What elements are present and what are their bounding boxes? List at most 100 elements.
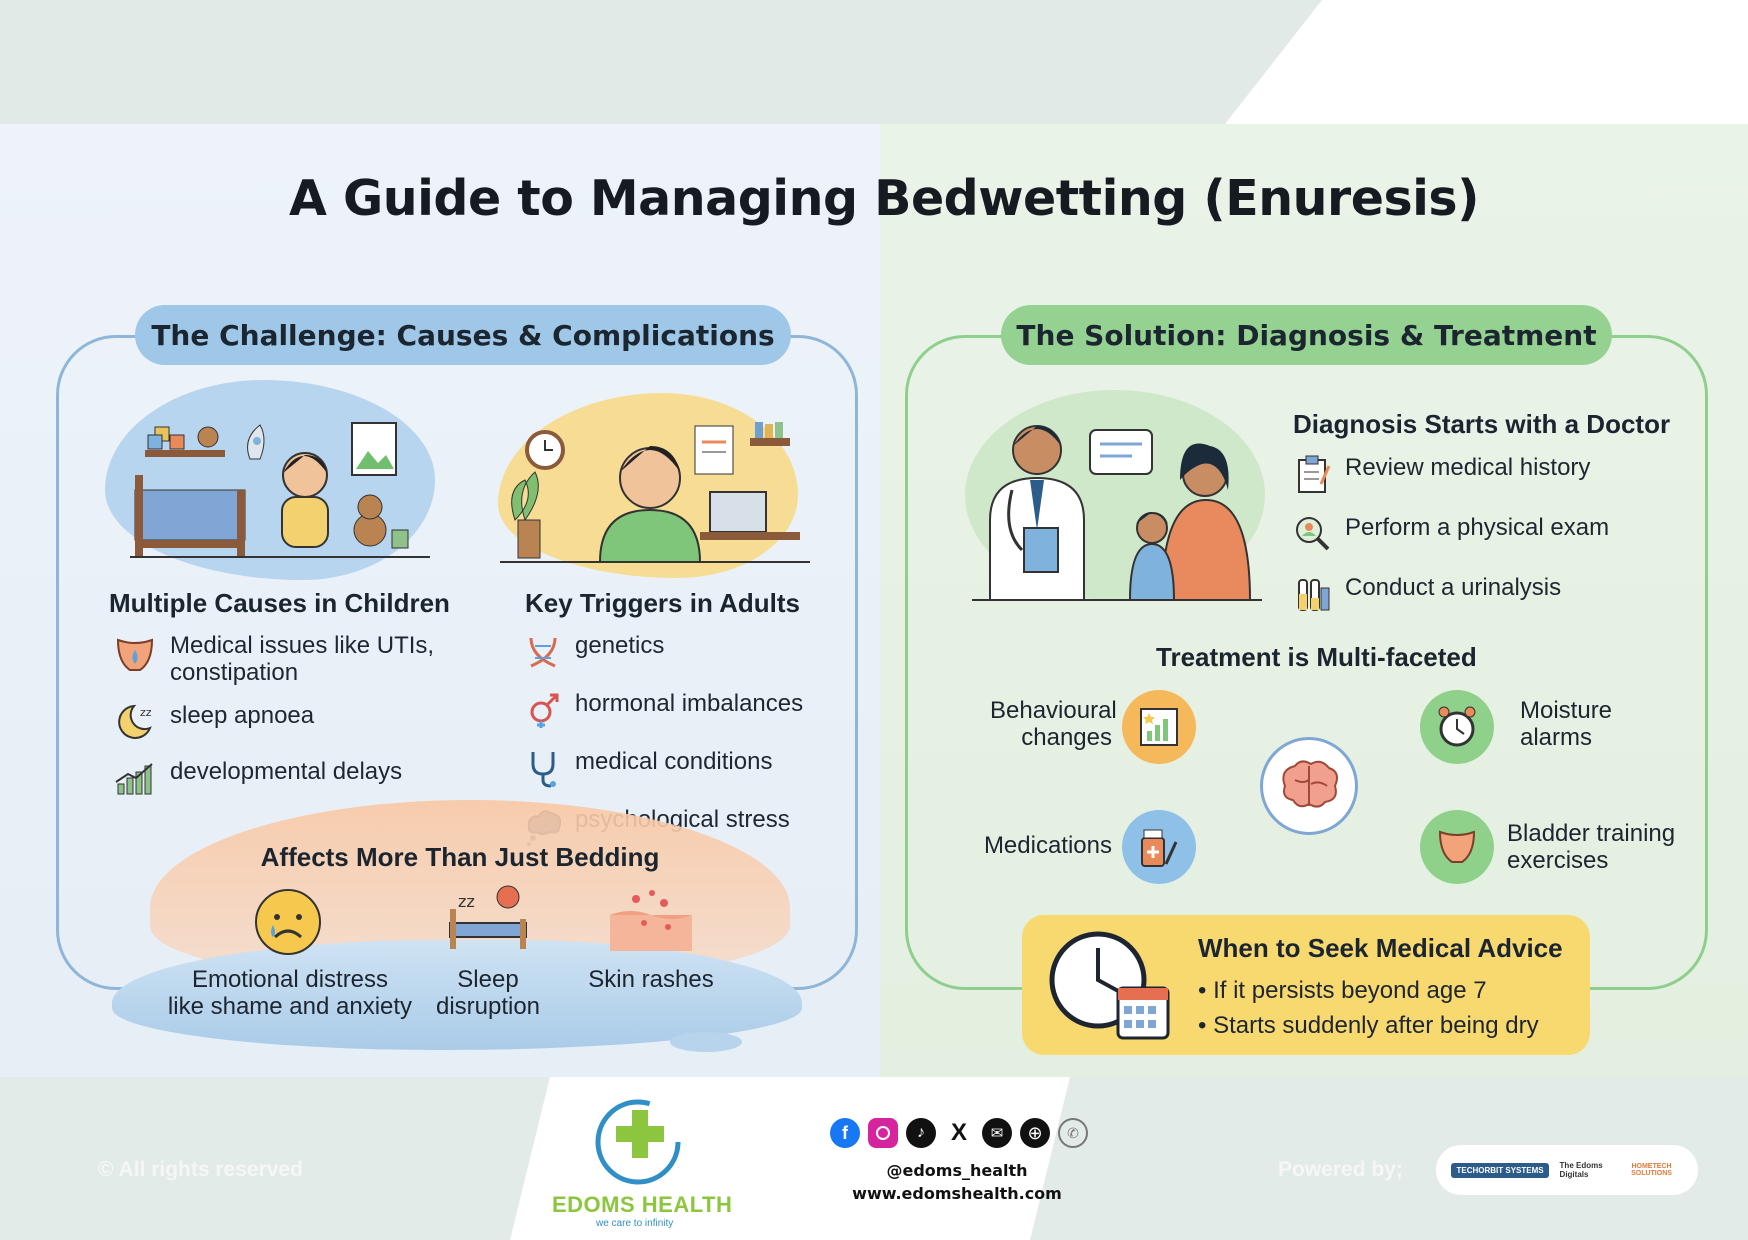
list-item: zz sleep apnoea [112, 702, 434, 742]
puddle-shape [112, 940, 802, 1050]
diagnosis-list: Review medical history Perform a physica… [1293, 454, 1609, 614]
growth-chart-icon [115, 763, 153, 795]
list-item: Medical issues like UTIs,constipation [112, 632, 434, 686]
list-item-text: constipation [170, 659, 299, 686]
instagram-icon[interactable] [868, 1118, 898, 1148]
moisture-alarms-icon [1420, 690, 1494, 764]
moisture-alarms-label: Moisture alarms [1520, 697, 1612, 751]
bullet-item: • If it persists beyond age 7 [1198, 977, 1487, 1004]
sad-face-icon [255, 889, 321, 955]
brand-name: EDOMS HEALTH [552, 1192, 733, 1217]
children-causes-list: Medical issues like UTIs,constipation zz… [112, 632, 434, 798]
emotional-distress-caption: Emotional distress like shame and anxiet… [160, 966, 420, 1020]
label-line: Behavioural [990, 697, 1117, 724]
pill-bottle-icon [1141, 829, 1178, 867]
doctor-family-illustration [972, 425, 1262, 601]
copyright-text: © All rights reserved [98, 1158, 303, 1181]
medications-label: Medications [983, 832, 1112, 859]
bladder-organ-icon [1438, 830, 1476, 863]
bladder-training-label: Bladder training exercises [1507, 820, 1675, 874]
label-line: changes [1021, 724, 1112, 751]
caption-line: disruption [435, 993, 541, 1020]
diagnosis-heading: Diagnosis Starts with a Doctor [1293, 409, 1671, 439]
partner-logo-hometech: HOMETECH SOLUTIONS [1631, 1163, 1672, 1177]
label-line: exercises [1507, 847, 1609, 874]
list-item: Perform a physical exam [1293, 514, 1609, 554]
brand-tagline: we care to infinity [596, 1218, 674, 1229]
alarm-clock-icon [1438, 706, 1476, 747]
solution-heading: The Solution: Diagnosis & Treatment [1001, 305, 1612, 365]
list-item-text: sleep apnoea [170, 702, 315, 729]
chart-star-icon [1140, 708, 1178, 746]
child-bedroom-illustration [130, 422, 430, 558]
bullet-text: Starts suddenly after being dry [1213, 1012, 1539, 1039]
treatment-heading: Treatment is Multi-faceted [1156, 642, 1477, 672]
medications-icon [1122, 810, 1196, 884]
adult-triggers-heading: Key Triggers in Adults [525, 588, 800, 618]
brain-icon [1260, 737, 1358, 835]
gender-symbol-icon [530, 693, 559, 728]
partner-logo-edoms-digitals: The Edoms Digitals [1559, 1161, 1603, 1179]
list-item-text: Review medical history [1345, 454, 1591, 481]
behavioural-changes-label: Behavioural changes [990, 697, 1117, 751]
partner-logos: TECHORBIT SYSTEMS The Edoms Digitals HOM… [1436, 1145, 1698, 1195]
caption-line: Emotional distress [191, 966, 389, 993]
list-item: Conduct a urinalysis [1293, 574, 1609, 614]
bladder-icon [116, 638, 154, 671]
seek-advice-list: • If it persists beyond age 7 • Starts s… [1198, 973, 1539, 1043]
label-line: alarms [1520, 724, 1593, 751]
facebook-icon[interactable]: f [830, 1118, 860, 1148]
clock-calendar-icon [1049, 931, 1170, 1040]
list-item: developmental delays [112, 758, 434, 798]
list-item-text: Conduct a urinalysis [1345, 574, 1562, 601]
skin-rashes-caption: Skin rashes [588, 966, 714, 993]
svg-text:zz: zz [140, 706, 152, 719]
sleep-disruption-caption: Sleep disruption [418, 966, 558, 1020]
list-item-text: Medical issues like UTIs, [170, 632, 435, 659]
list-item-text: medical conditions [575, 748, 773, 775]
edoms-logo-icon [595, 1099, 681, 1185]
list-item: medical conditions [523, 748, 803, 788]
bladder-training-icon [1420, 810, 1494, 884]
tiktok-icon[interactable]: ♪ [906, 1118, 936, 1148]
small-puddle [670, 1032, 742, 1052]
test-tubes-icon [1298, 579, 1330, 611]
dna-icon [529, 637, 557, 668]
skin-rash-icon [610, 890, 692, 951]
social-icons: f ♪ X ✉ ⊕ ✆ [830, 1118, 1088, 1148]
list-item: hormonal imbalances [523, 690, 803, 730]
label-line: Moisture [1520, 697, 1613, 724]
children-causes-heading: Multiple Causes in Children [109, 588, 450, 618]
x-icon[interactable]: X [950, 1119, 967, 1146]
globe-icon[interactable]: ⊕ [1020, 1118, 1050, 1148]
list-item-text: genetics [575, 632, 665, 659]
svg-text:zz: zz [458, 892, 475, 911]
email-icon[interactable]: ✉ [982, 1118, 1012, 1148]
moon-sleep-icon: zz [118, 704, 152, 739]
page-title: A Guide to Managing Bedwetting (Enuresis… [289, 170, 1479, 227]
list-item: genetics [523, 632, 803, 672]
magnifier-person-icon [1296, 517, 1330, 551]
social-handle[interactable]: @edoms_health [886, 1161, 1028, 1180]
bullet-text: If it persists beyond age 7 [1213, 977, 1487, 1004]
whatsapp-icon[interactable]: ✆ [1058, 1118, 1088, 1148]
website-link[interactable]: www.edomshealth.com [852, 1184, 1062, 1203]
caption-line: Sleep [457, 966, 519, 993]
list-item-text: developmental delays [170, 758, 403, 785]
behavioural-changes-icon [1122, 690, 1196, 764]
list-item-text: hormonal imbalances [575, 690, 804, 717]
brain-shape [1282, 760, 1338, 808]
bed-sleep-icon: zz [449, 885, 527, 949]
caption-line: like shame and anxiety [167, 993, 413, 1020]
bullet-item: • Starts suddenly after being dry [1198, 1012, 1539, 1039]
stethoscope-icon [531, 752, 556, 788]
powered-by-label: Powered by; [1278, 1158, 1403, 1181]
adult-office-illustration [500, 422, 810, 563]
clipboard-icon [1298, 455, 1331, 493]
list-item-text: Perform a physical exam [1345, 514, 1610, 541]
label-line: Bladder training [1507, 820, 1676, 847]
top-white-shape [1225, 0, 1748, 124]
seek-advice-heading: When to Seek Medical Advice [1198, 933, 1563, 963]
list-item: Review medical history [1293, 454, 1609, 494]
effects-heading: Affects More Than Just Bedding [260, 842, 660, 872]
